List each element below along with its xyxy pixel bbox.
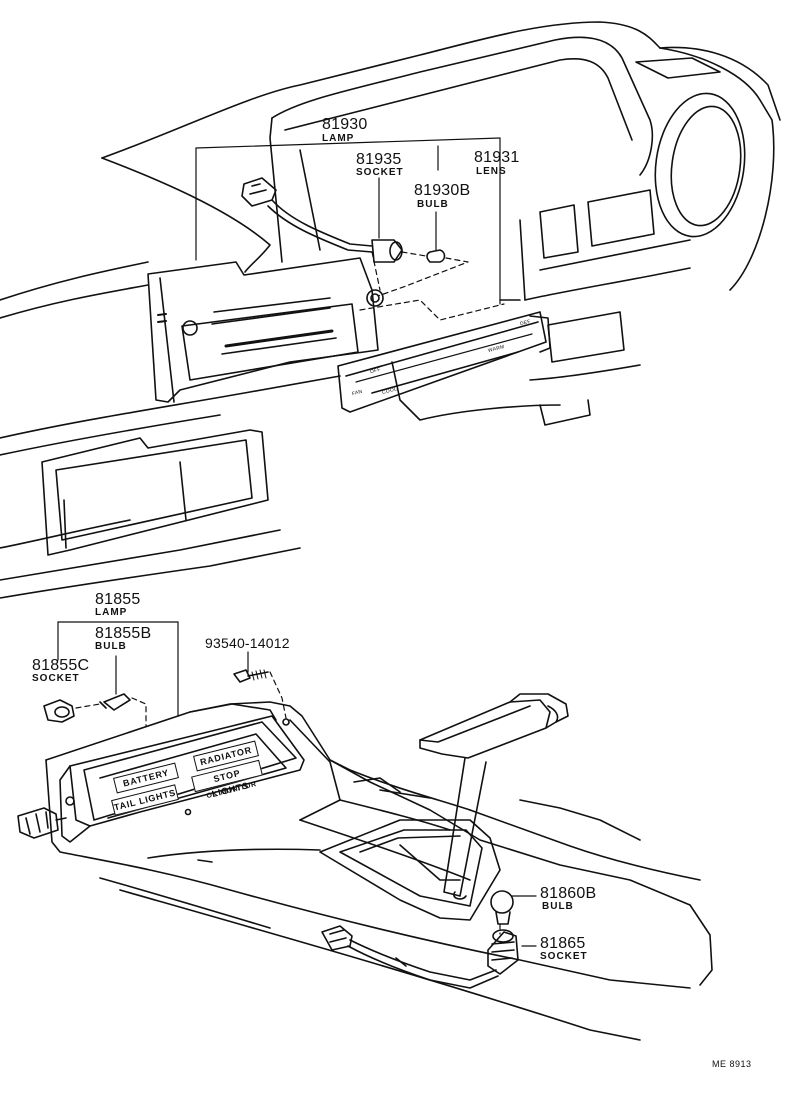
- callout-81865-part-no: 81865: [540, 935, 586, 952]
- callout-81865-name: SOCKET: [540, 951, 588, 962]
- monitor-panel-body: [59, 703, 305, 843]
- instrument-panel-outline: [0, 21, 781, 599]
- callout-93540-part-no: 93540-14012: [205, 635, 290, 651]
- callout-81855c-name: SOCKET: [32, 673, 80, 684]
- callout-81860b-part-no: 81860B: [540, 885, 597, 902]
- callout-81860b-name: BULB: [542, 901, 574, 912]
- console-outline: [45, 693, 713, 1041]
- monitor-connector: [17, 807, 67, 839]
- callout-81930-part-no: 81930: [322, 116, 368, 133]
- callout-81930b-name: BULB: [417, 199, 449, 210]
- heater-lens: [337, 311, 551, 413]
- callout-81931-name: LENS: [476, 166, 507, 177]
- assembly-lines-lower: [75, 671, 501, 935]
- assembly-lines-upper: [359, 251, 505, 321]
- lower-socket-bulb: [43, 693, 131, 723]
- callout-81930b-part-no: 81930B: [414, 182, 471, 199]
- callout-81855b-name: BULB: [95, 641, 127, 652]
- callout-81855c-part-no: 81855C: [32, 657, 90, 674]
- callout-81855b-part-no: 81855B: [95, 625, 152, 642]
- heater-control-plate: [147, 257, 384, 403]
- leader-lines-upper: [195, 137, 501, 305]
- callout-81855-part-no: 81855: [95, 591, 141, 608]
- drawing-code: ME 8913: [712, 1059, 752, 1069]
- callout-81935-name: SOCKET: [356, 167, 404, 178]
- callout-81931-part-no: 81931: [474, 149, 520, 166]
- callout-81935-part-no: 81935: [356, 151, 402, 168]
- leader-lines-lower: [57, 621, 537, 947]
- lower-harness: [321, 890, 519, 989]
- upper-harness: [241, 177, 446, 263]
- callout-81855-name: LAMP: [95, 607, 128, 618]
- screw: [233, 669, 269, 683]
- callout-81930-name: LAMP: [322, 133, 355, 144]
